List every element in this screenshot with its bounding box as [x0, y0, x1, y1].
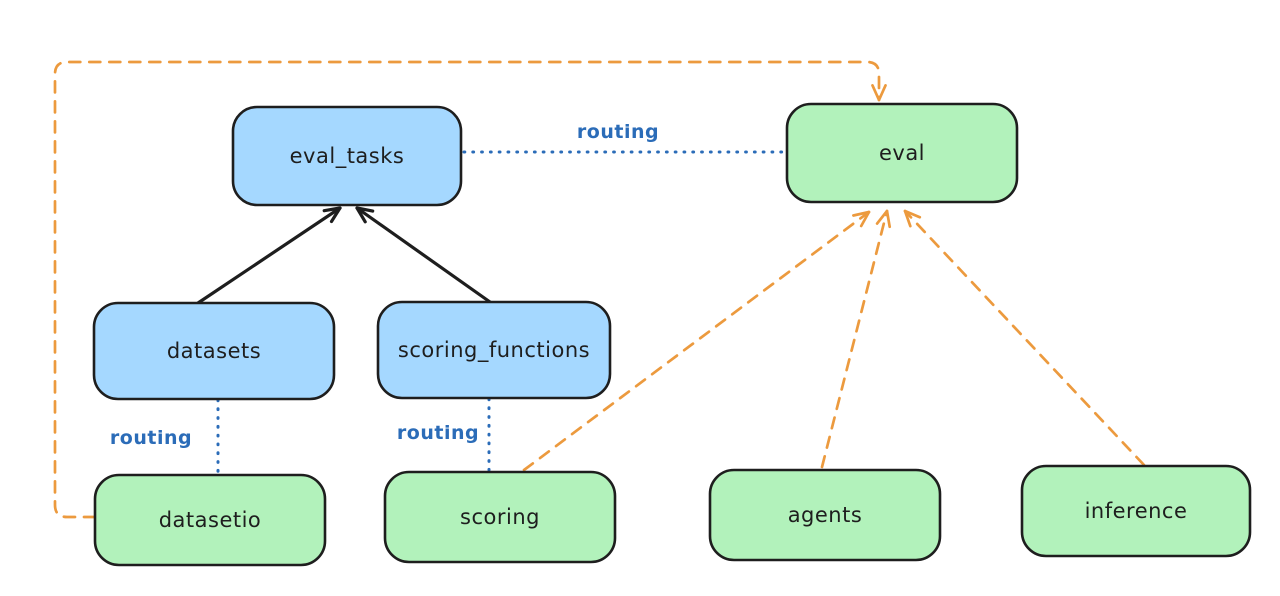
node-label: scoring_functions	[398, 338, 590, 363]
node-agents: agents	[708, 468, 942, 562]
arrowhead-icon	[875, 209, 892, 229]
edge-line	[196, 206, 342, 305]
edge-line	[903, 209, 1146, 467]
node-box	[785, 102, 1019, 204]
node-datasetio: datasetio	[93, 473, 327, 567]
edge-datasets-to-eval_tasks	[196, 206, 342, 305]
node-box	[92, 301, 336, 401]
node-box	[708, 468, 942, 562]
node-eval_tasks: eval_tasks	[231, 105, 463, 207]
edge-line	[355, 206, 492, 304]
node-eval: eval	[785, 102, 1019, 204]
arrowhead-icon	[871, 84, 887, 102]
node-box	[231, 105, 463, 207]
edge-label-routing-scoring_functions-scoring: routing	[397, 422, 479, 444]
node-label: datasetio	[159, 508, 262, 532]
node-box	[383, 470, 617, 564]
edge-line	[53, 60, 881, 519]
arrowhead-icon	[903, 209, 922, 228]
arrowhead-icon	[355, 206, 375, 224]
edge-line	[522, 210, 871, 472]
node-inference: inference	[1020, 464, 1252, 558]
node-label: inference	[1085, 499, 1188, 523]
edge-scoring-to-eval	[522, 210, 871, 472]
node-box	[93, 473, 327, 567]
edge-agents-to-eval	[820, 209, 892, 469]
node-scoring_functions: scoring_functions	[376, 300, 612, 400]
edge-datasetio-to-eval	[53, 60, 887, 519]
node-box	[376, 300, 612, 400]
node-box	[1020, 464, 1252, 558]
node-label: agents	[788, 503, 863, 527]
edge-scoring_functions-to-eval_tasks	[355, 206, 492, 304]
edge-label-routing-eval_tasks-eval: routing	[577, 121, 659, 143]
node-scoring: scoring	[383, 470, 617, 564]
node-label: eval_tasks	[290, 144, 405, 169]
arrowhead-icon	[322, 206, 342, 224]
node-label: scoring	[460, 505, 540, 529]
edge-line	[820, 209, 889, 469]
node-label: datasets	[167, 339, 261, 363]
node-datasets: datasets	[92, 301, 336, 401]
arrowhead-icon	[852, 210, 871, 228]
node-label: eval	[879, 141, 925, 165]
edge-label-routing-datasets-datasetio: routing	[110, 427, 192, 449]
edge-inference-to-eval	[903, 209, 1146, 467]
